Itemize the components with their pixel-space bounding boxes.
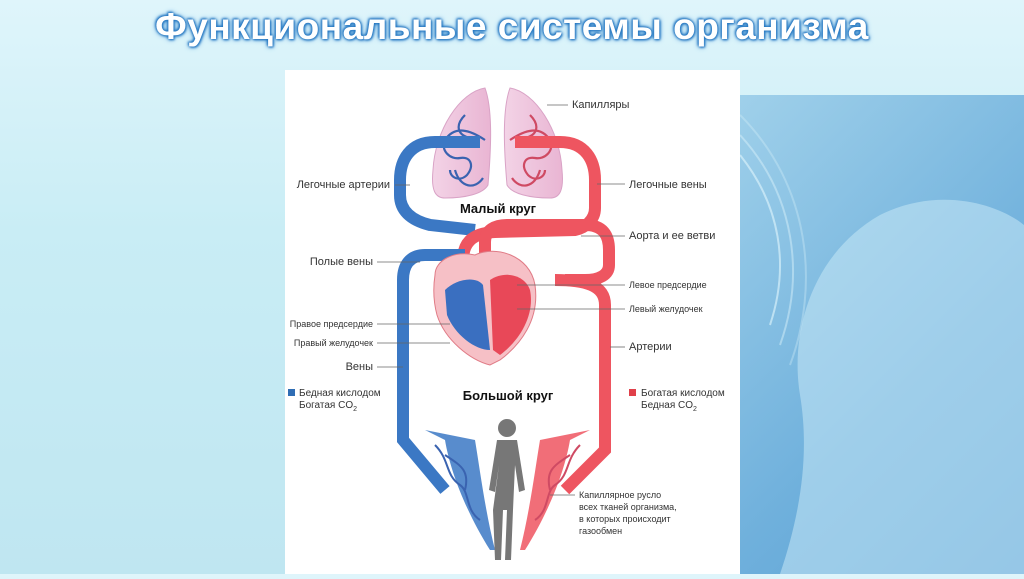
legend-red-swatch: [629, 389, 636, 396]
leader-lines: [377, 104, 625, 496]
label-aorta: Аорта и ее ветви: [629, 230, 715, 242]
legend-blue-swatch: [288, 389, 295, 396]
human-figure-icon: [489, 419, 525, 560]
label-tissue-caps-3: в которых происходит: [579, 514, 671, 524]
legend-blue-line2: Богатая CO2: [299, 400, 357, 413]
label-right-ventricle: Правый желудочек: [294, 338, 373, 348]
label-veins: Вены: [346, 361, 374, 373]
legend-red-line2: Бедная CO2: [641, 400, 697, 413]
tissue-capillaries-icon: [425, 430, 590, 550]
legend-blue-line1: Бедная кислoдом: [299, 388, 381, 399]
label-arteries: Артерии: [629, 341, 672, 353]
page-title: Функциональные системы организма: [155, 6, 869, 47]
label-big-circle: Большой круг: [463, 388, 554, 403]
circulation-diagram: Капилляры Легочные артерии Легочные вены…: [285, 70, 740, 574]
heart-icon: [433, 250, 537, 366]
label-left-ventricle: Левый желудочек: [629, 304, 703, 314]
label-vena-cava: Полые вены: [310, 256, 373, 268]
label-tissue-caps-2: всех тканей организма,: [579, 502, 677, 512]
label-pulmonary-arteries: Легочные артерии: [297, 179, 390, 191]
head-silhouette-icon: [739, 114, 1024, 574]
legend-red-line1: Богатая кислoдом: [641, 388, 725, 399]
label-small-circle: Малый круг: [460, 201, 537, 216]
label-left-atrium: Левое предсердие: [629, 280, 707, 290]
label-pulmonary-veins: Легочные вены: [629, 179, 707, 191]
label-tissue-caps-4: газообмен: [579, 526, 622, 536]
label-capillaries: Капилляры: [572, 99, 630, 111]
label-tissue-caps-1: Капиллярное русло: [579, 490, 661, 500]
label-right-atrium: Правое предсердие: [290, 319, 373, 329]
background-right-panel: [739, 95, 1024, 574]
